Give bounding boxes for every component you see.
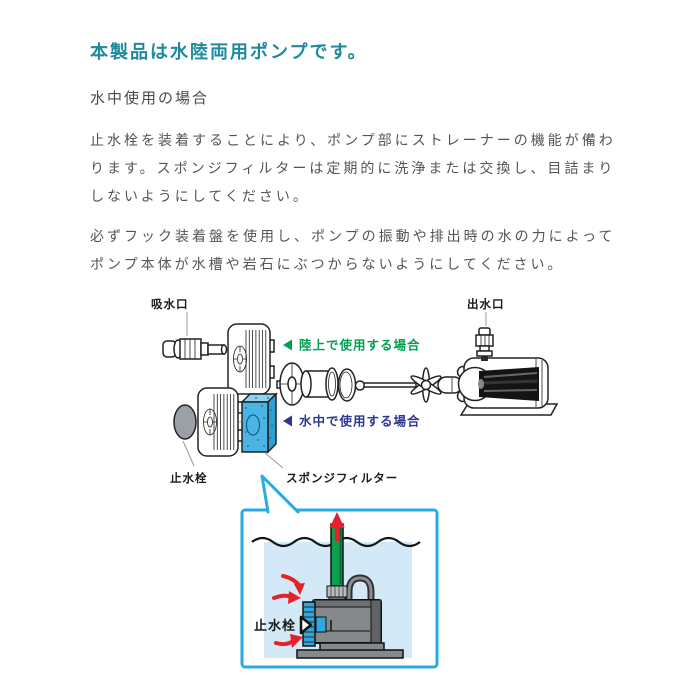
underwater-use-arrow-icon xyxy=(283,415,292,427)
pump-diagram: 吸水口 陸上で使用する場合 xyxy=(151,297,559,669)
land-use-label: 陸上で使用する場合 xyxy=(299,338,421,353)
inset-stop-valve-label: 止水栓 xyxy=(254,618,296,633)
stop-valve-disc xyxy=(173,404,197,440)
intake-fitting xyxy=(162,338,228,360)
stop-valve-leader-line xyxy=(182,440,195,467)
impeller-assembly xyxy=(276,362,463,406)
paragraph-stop-valve: 止水栓を装着することにより、ポンプ部にストレーナーの機能が備わります。スポンジフ… xyxy=(90,132,616,204)
outlet-label: 出水口 xyxy=(467,297,505,311)
sponge-filter-leader-line xyxy=(264,452,284,469)
flow-arrow-icons xyxy=(272,574,305,648)
land-use-arrow-icon xyxy=(283,339,292,351)
sponge-speckles xyxy=(245,397,273,447)
stop-valve-label: 止水栓 xyxy=(170,471,208,485)
pump-body xyxy=(456,357,559,416)
impeller xyxy=(410,367,442,403)
sponge-filter-label: スポンジフィルター xyxy=(286,471,398,485)
pump-handle-inner xyxy=(347,576,373,606)
sponge-filter xyxy=(240,392,278,454)
pump-base xyxy=(296,642,404,659)
inset-pump xyxy=(296,599,404,659)
outlet-fitting xyxy=(475,327,494,361)
paragraph-hook-plate: 必ずフック装着盤を使用し、ポンプの振動や排出時の水の力によってポンプ本体が水槽や… xyxy=(90,228,616,272)
section-heading: 水中使用の場合 xyxy=(90,90,210,107)
page-title: 本製品は水陸両用ポンプです。 xyxy=(90,42,368,62)
inset-stop-valve-pointer-icon xyxy=(299,615,313,635)
inset-box: 止水栓 xyxy=(240,474,439,669)
strainer-cover-bottom xyxy=(197,387,245,457)
strainer-cover-top xyxy=(227,323,275,395)
flow-up-arrow-icon xyxy=(329,512,345,541)
intake-label: 吸水口 xyxy=(151,297,189,311)
underwater-use-label: 水中で使用する場合 xyxy=(299,414,421,429)
